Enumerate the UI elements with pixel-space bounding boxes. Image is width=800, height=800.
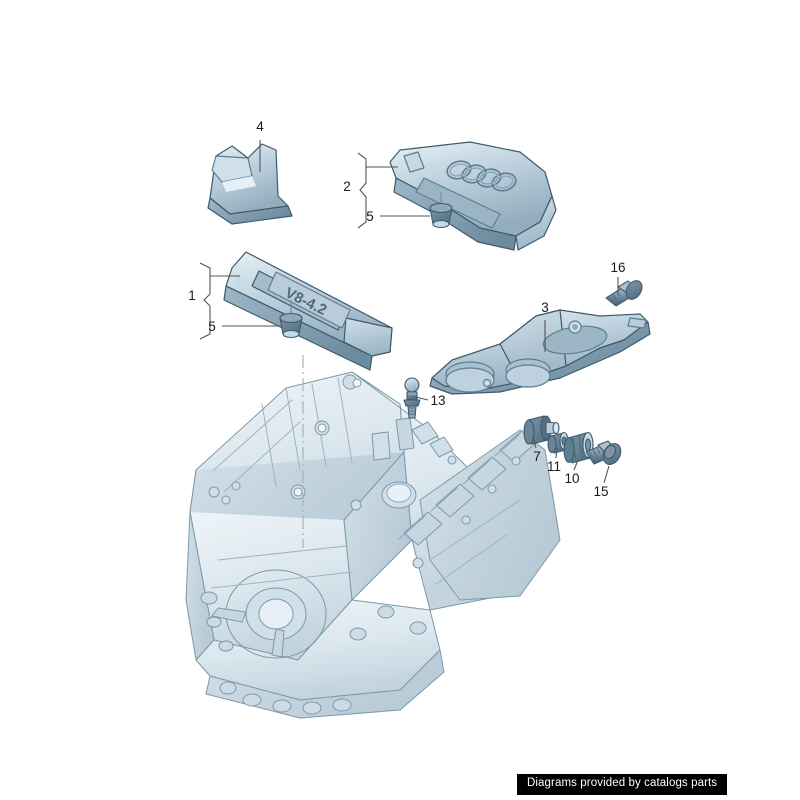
watermark-banner: Diagrams provided by catalogs parts — [517, 774, 728, 795]
part-3-v-valley-cover — [429, 309, 651, 395]
part-13-ball-stud-icon — [403, 377, 421, 419]
callout-7: 7 — [533, 449, 541, 464]
part-16-hex-head-bolt-icon — [605, 280, 643, 307]
callout-13: 13 — [430, 393, 445, 408]
callout-5a: 5 — [208, 319, 216, 334]
callout-2: 2 — [343, 179, 351, 194]
part-2-engine-cover — [389, 141, 557, 251]
callout-11: 11 — [547, 459, 561, 474]
part-4-corner-trim-bracket — [207, 143, 293, 225]
callout-labels: 1 2 3 4 5 5 7 10 11 13 15 16 — [188, 119, 625, 499]
callout-16: 16 — [610, 260, 625, 275]
part-15-hex-flange-bolt-icon — [585, 440, 622, 465]
callout-5b: 5 — [366, 209, 374, 224]
callout-10: 10 — [564, 471, 579, 486]
callout-3: 3 — [541, 300, 549, 315]
callout-4: 4 — [256, 119, 264, 134]
grommet-5a-icon — [279, 300, 303, 339]
engine-block-illustration — [185, 371, 561, 719]
grommet-5b-icon — [429, 192, 453, 229]
callout-1: 1 — [188, 288, 196, 303]
part-1-left-trim-cover — [223, 251, 393, 371]
callout-15: 15 — [593, 484, 608, 499]
audi-four-rings-icon — [446, 160, 517, 192]
leader-lines — [199, 140, 619, 484]
part-10-damper-bushing-icon — [563, 431, 594, 464]
